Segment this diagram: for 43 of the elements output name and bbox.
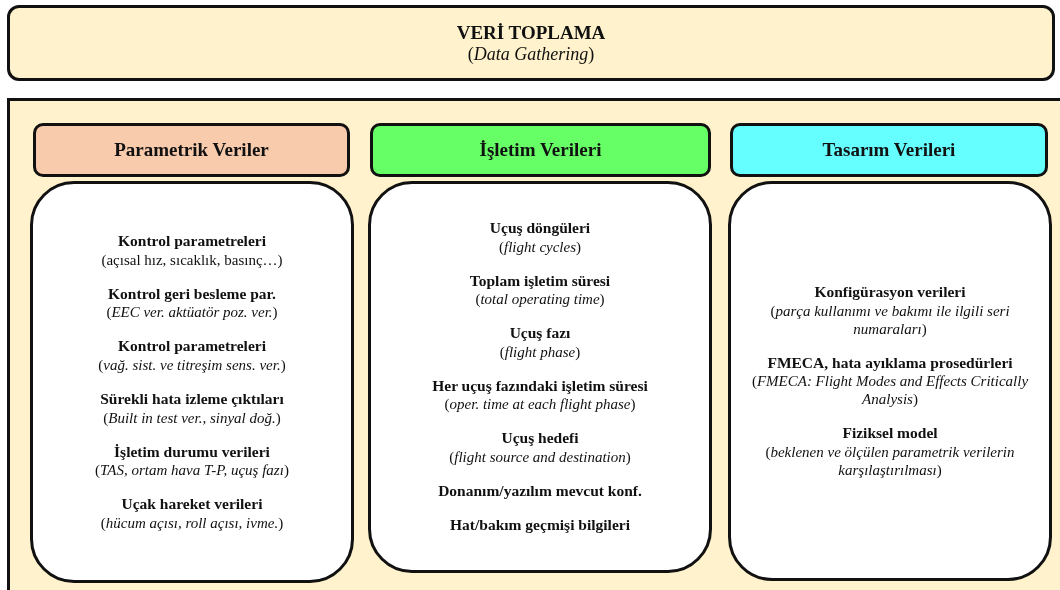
- item-title: Uçak hareket verileri: [121, 495, 263, 514]
- header-text: Tasarım Verileri: [822, 139, 956, 161]
- item-description: (TAS, ortam hava T-P, uçuş fazı): [95, 461, 289, 480]
- item-description: (oper. time at each flight phase): [444, 395, 636, 414]
- item-list-box: [30, 181, 354, 583]
- item-description: (parça kullanımı ve bakımı ile ilgili seri numaraları): [769, 301, 1011, 338]
- item-title: İşletim durumu verileri: [114, 442, 270, 462]
- item-description: (beklenen ve ölçülen parametrik verilerin karşılaştırılması): [764, 442, 1016, 479]
- item-description: (açısal hız, sıcaklık, basınç…): [101, 250, 283, 269]
- item-description: (flight cycles): [498, 237, 582, 256]
- item-title: Kontrol geri besleme par.: [108, 284, 276, 304]
- category-header: [370, 123, 711, 177]
- item-description: (FMECA: Flight Modes and Effects Critically Analysis): [750, 372, 1030, 409]
- item-description: (flight phase): [499, 342, 581, 361]
- header-text: İşletim Verileri: [479, 139, 602, 161]
- item-title: Sürekli hata izleme çıktıları: [100, 390, 284, 409]
- item-title: Donanım/yazılım mevcut konf.: [438, 481, 642, 501]
- item-title: Uçuş hedefi: [501, 429, 579, 448]
- item-list-box: [368, 181, 712, 573]
- subtitle-text: (Data Gathering): [467, 43, 595, 65]
- item-list-box: [728, 181, 1052, 581]
- item-description: (Built in test ver., sinyal doğ.): [103, 408, 281, 427]
- item-title: Fiziksel model: [842, 424, 938, 443]
- item-description: (EEC ver. aktüatör poz. ver.): [106, 303, 278, 322]
- item-title: Uçuş döngüleri: [489, 218, 591, 238]
- header-text: Parametrik Veriler: [114, 139, 269, 161]
- item-title: Kontrol parametreleri: [118, 337, 266, 356]
- title-box: [7, 5, 1055, 81]
- category-header: [730, 123, 1048, 177]
- title-text: VERİ TOPLAMA: [456, 21, 606, 44]
- item-title: Toplam işletim süresi: [469, 271, 611, 291]
- item-title: Hat/bakım geçmişi bilgileri: [450, 516, 630, 536]
- category-header: [33, 123, 350, 177]
- item-title: Kontrol parametreleri: [118, 232, 266, 251]
- item-title: Konfigürasyon verileri: [814, 283, 966, 302]
- item-description: (vağ. sist. ve titreşim sens. ver.): [98, 356, 286, 374]
- panel-background: [7, 98, 1060, 590]
- item-title: FMECA, hata ayıklama prosedürleri: [767, 353, 1013, 373]
- item-description: (flight source and destination): [449, 447, 631, 466]
- item-title: Her uçuş fazındaki işletim süresi: [432, 376, 648, 396]
- item-description: (hücum açısı, roll açısı, ivme.): [100, 513, 284, 532]
- item-description: (total operating time): [475, 290, 605, 309]
- item-title: Uçuş fazı: [509, 324, 571, 343]
